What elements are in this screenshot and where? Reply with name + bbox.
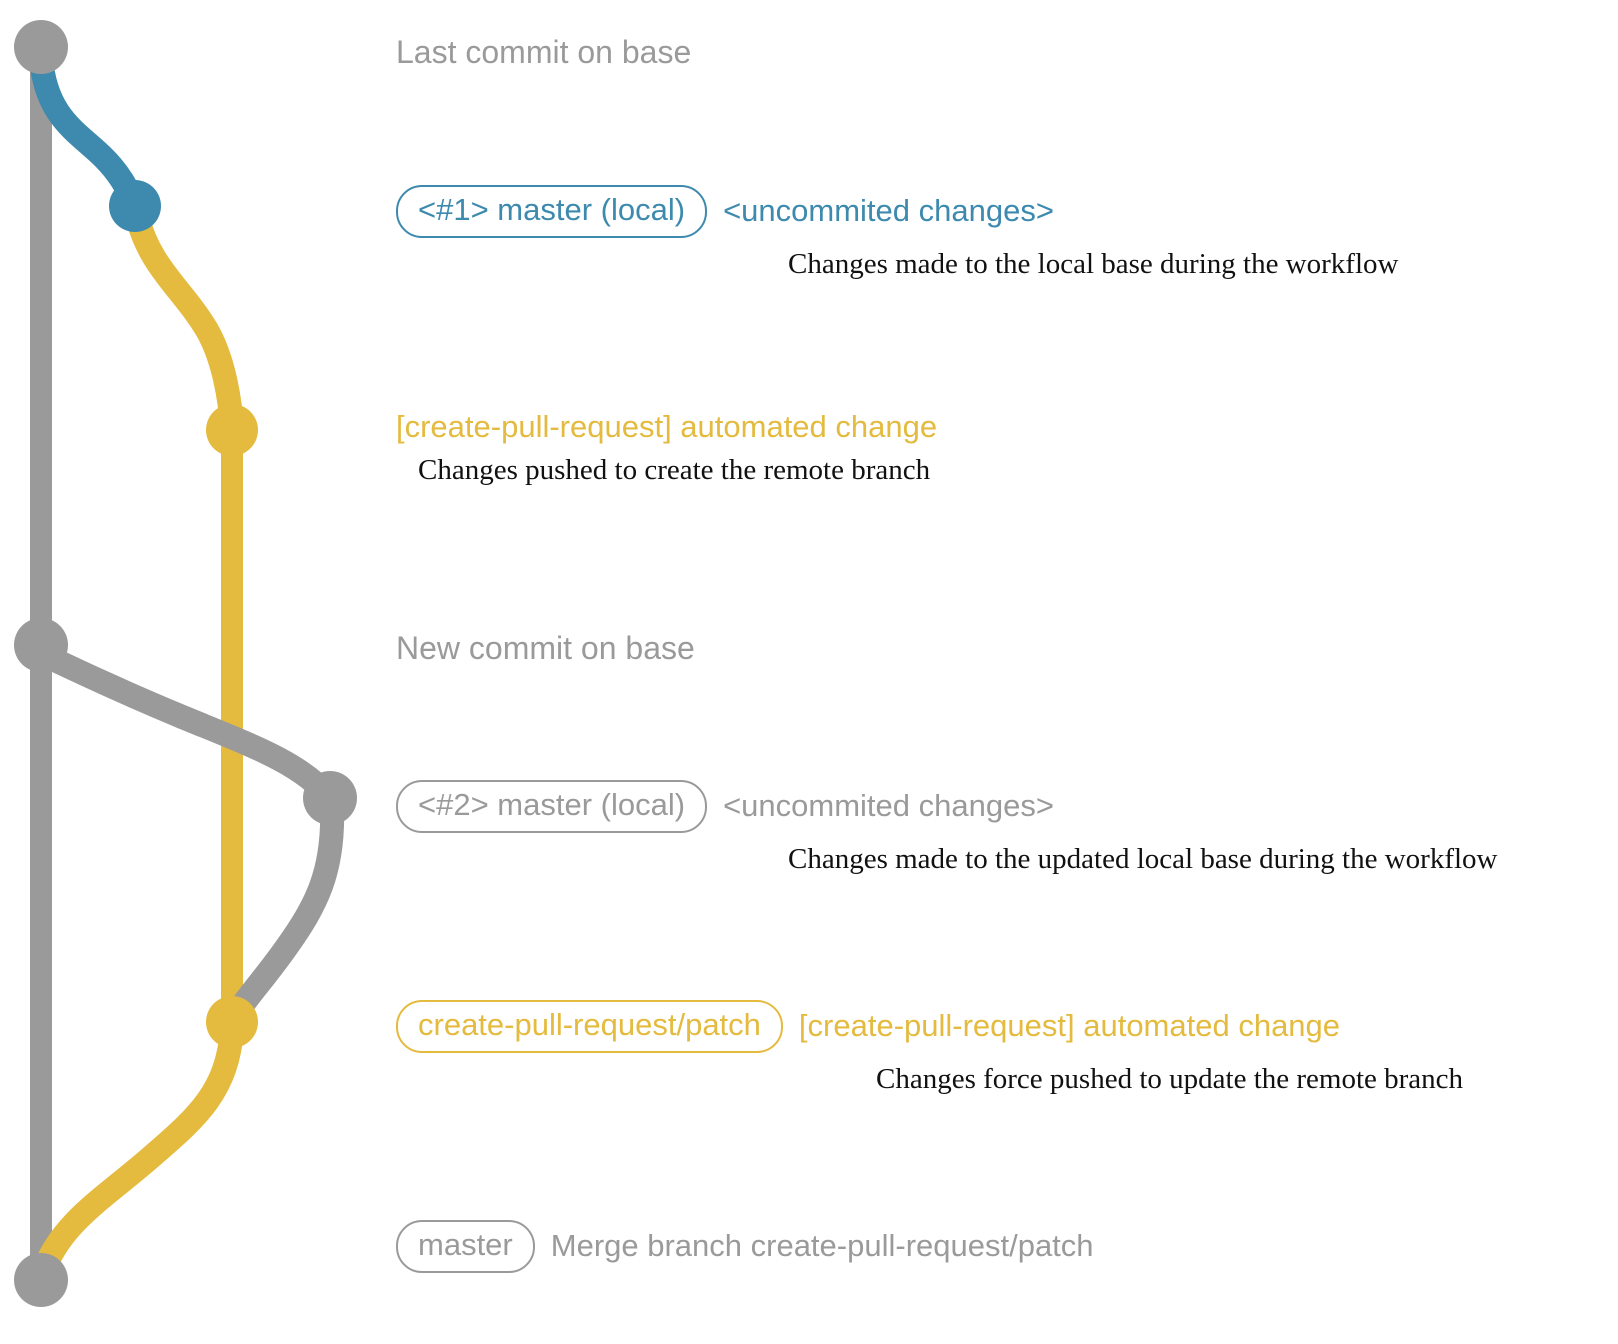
branch-pill-master-local-1[interactable]: <#1> master (local) (396, 185, 708, 238)
commit-message-automated-change-2: [create-pull-request] automated change (798, 1008, 1341, 1044)
edge-grey-to-local-2 (32, 643, 342, 810)
entry-head: create-pull-request/patch [create-pull-r… (396, 1000, 1463, 1053)
entry-automated-change-2: create-pull-request/patch [create-pull-r… (396, 1000, 1463, 1096)
entry-head: <#1> master (local) <uncommited changes> (396, 185, 1398, 238)
entry-head: [create-pull-request] automated change (396, 409, 938, 444)
entry-description-local-1: Changes made to the local base during th… (788, 247, 1399, 280)
branch-pill-master-local-2[interactable]: <#2> master (local) (396, 780, 708, 833)
entry-description-automated-change-2: Changes force pushed to update the remot… (876, 1062, 1464, 1095)
edge-gold-to-change-1 (125, 204, 244, 442)
edge-gold-merge (32, 1016, 244, 1282)
branch-pill-master[interactable]: master (396, 1220, 535, 1273)
commit-node-automated-change-1[interactable] (206, 404, 258, 456)
commit-message-local-1: <uncommited changes> (723, 193, 1054, 229)
commit-message-local-2: <uncommited changes> (723, 788, 1054, 824)
entry-local-1: <#1> master (local) <uncommited changes>… (396, 185, 1398, 281)
entry-description-local-2: Changes made to the updated local base d… (788, 842, 1498, 875)
entry-description-automated-change-1: Changes pushed to create the remote bran… (418, 454, 931, 487)
entry-head: master Merge branch create-pull-request/… (396, 1220, 1094, 1273)
branch-pill-create-pull-request-patch[interactable]: create-pull-request/patch (396, 1000, 783, 1053)
commit-message-automated-change-1: [create-pull-request] automated change (396, 409, 938, 444)
label-new-commit-on-base: New commit on base (396, 630, 695, 666)
commit-node-local-uncommitted-2[interactable] (303, 771, 357, 825)
entry-head: <#2> master (local) <uncommited changes> (396, 780, 1498, 833)
commit-node-new-commit-on-base[interactable] (14, 618, 68, 672)
entry-local-2: <#2> master (local) <uncommited changes>… (396, 780, 1498, 876)
commit-node-local-uncommitted-1[interactable] (109, 180, 161, 232)
commit-node-merge-commit[interactable] (14, 1253, 68, 1307)
entry-automated-change-1: [create-pull-request] automated change C… (396, 409, 938, 487)
commit-message-merge: Merge branch create-pull-request/patch (550, 1228, 1094, 1264)
entry-merge: master Merge branch create-pull-request/… (396, 1220, 1094, 1273)
commit-node-automated-change-2[interactable] (206, 996, 258, 1048)
label-last-commit-on-base: Last commit on base (396, 34, 692, 70)
commit-node-last-commit-on-base[interactable] (14, 20, 68, 74)
